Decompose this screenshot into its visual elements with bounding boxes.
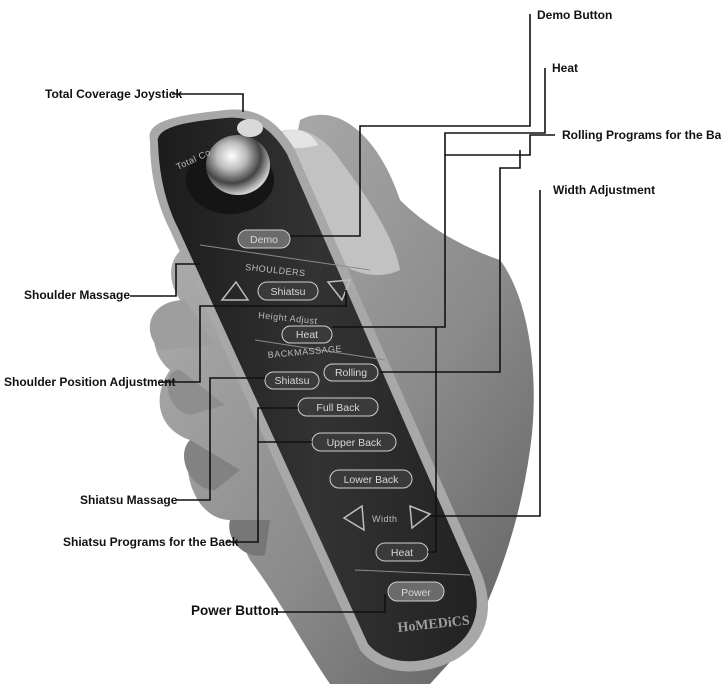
svg-text:Full Back: Full Back: [316, 402, 360, 414]
leader-shoulder-pos: [160, 290, 347, 383]
heat-upper-button[interactable]: Heat: [281, 325, 333, 344]
shoulder-up-arrow-icon[interactable]: [220, 280, 250, 301]
lower-back-button[interactable]: Lower Back: [329, 469, 413, 489]
upper-back-button[interactable]: Upper Back: [311, 432, 397, 452]
leader-demo: [290, 14, 531, 237]
leader-lines: [130, 14, 555, 613]
callout-total-coverage-joystick: Total Coverage Joystick: [45, 87, 183, 101]
svg-text:Demo: Demo: [250, 234, 278, 246]
leader-power: [274, 594, 386, 613]
svg-text:Shiatsu: Shiatsu: [270, 286, 305, 298]
svg-text:Heat: Heat: [296, 329, 318, 341]
callout-shoulder-massage: Shoulder Massage: [24, 288, 131, 302]
svg-text:Upper Back: Upper Back: [327, 437, 383, 449]
width-right-arrow-icon[interactable]: [409, 504, 432, 530]
shiatsu-back-button[interactable]: Shiatsu: [264, 371, 320, 390]
svg-text:Heat: Heat: [391, 547, 413, 559]
leader-shiatsu-programs: [226, 407, 298, 543]
leader-rolling-2: [380, 150, 521, 373]
callout-power-button: Power Button: [191, 603, 279, 618]
heat-lower-button[interactable]: Heat: [375, 542, 429, 562]
leader-width: [430, 190, 541, 517]
full-back-button[interactable]: Full Back: [297, 397, 379, 417]
leader-joystick: [172, 93, 244, 112]
demo-button[interactable]: Demo: [237, 229, 291, 249]
svg-text:Rolling: Rolling: [335, 367, 367, 379]
svg-text:Shiatsu: Shiatsu: [274, 375, 309, 387]
callout-heat: Heat: [552, 61, 579, 75]
callout-shoulder-position-adjustment: Shoulder Position Adjustment: [4, 375, 176, 389]
power-button[interactable]: Power: [387, 581, 445, 602]
leader-heat: [332, 68, 546, 328]
shiatsu-shoulder-button[interactable]: Shiatsu: [257, 281, 319, 301]
leader-shiatsu-massage: [176, 377, 265, 501]
callout-demo-button: Demo Button: [537, 8, 613, 22]
leader-shoulder-massage: [130, 263, 200, 297]
leader-heat-lower: [428, 327, 437, 553]
callout-width-adjustment: Width Adjustment: [553, 183, 656, 197]
callout-shiatsu-programs: Shiatsu Programs for the Back: [63, 535, 239, 549]
svg-text:Power: Power: [401, 587, 431, 599]
joystick[interactable]: [186, 119, 274, 214]
callout-shiatsu-massage: Shiatsu Massage: [80, 493, 178, 507]
svg-text:Lower Back: Lower Back: [344, 474, 400, 486]
rolling-button[interactable]: Rolling: [323, 363, 379, 382]
callout-rolling-programs: Rolling Programs for the Back: [562, 128, 721, 142]
leader-rolling-1: [445, 134, 555, 156]
width-left-arrow-icon[interactable]: [342, 504, 365, 532]
width-label: Width: [372, 514, 398, 524]
joystick-ball-icon: [237, 119, 263, 137]
